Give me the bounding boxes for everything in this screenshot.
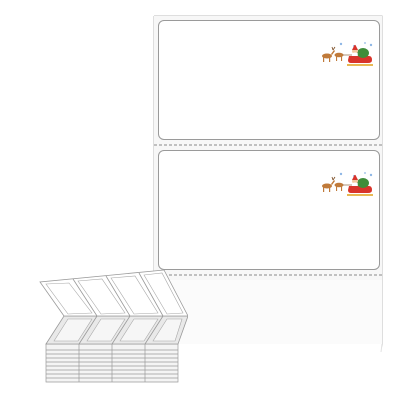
fanfold-label-stack-icon bbox=[39, 269, 188, 383]
label-2 bbox=[158, 150, 380, 270]
unfolding-sheet bbox=[39, 269, 188, 317]
stack-layers bbox=[45, 343, 179, 383]
strip-fade bbox=[154, 280, 382, 354]
santa-sleigh-reindeer-icon bbox=[322, 172, 373, 196]
santa-sleigh-reindeer-icon bbox=[322, 42, 373, 66]
label-1 bbox=[158, 20, 380, 140]
